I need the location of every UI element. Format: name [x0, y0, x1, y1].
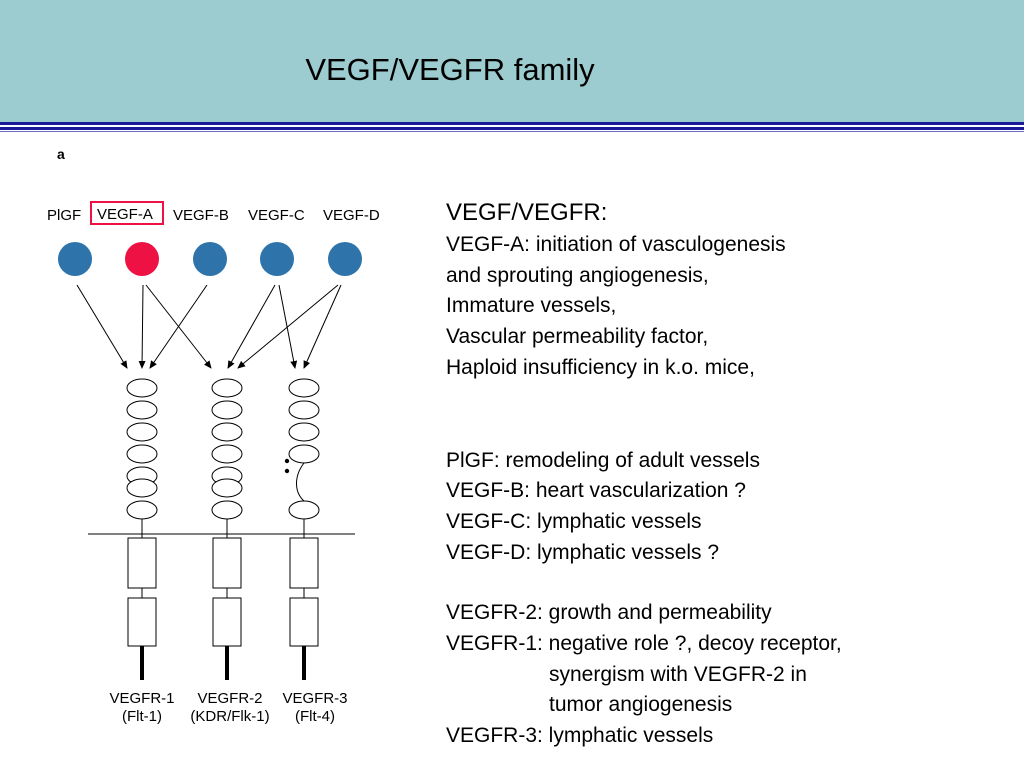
receptor-label-vegfr3: VEGFR-3 [282, 690, 347, 707]
ligand-label-vegf-d: VEGF-D [323, 207, 380, 224]
ig-domain [126, 378, 158, 398]
ig-domain [288, 400, 320, 420]
ligand-vegf-b [193, 242, 227, 276]
arrow-vegfc-vegfr2 [227, 284, 276, 369]
receptor-label-vegfr2: VEGFR-2 [197, 690, 262, 707]
arrow-vegfb-vegfr1 [149, 284, 208, 369]
ig-domain [288, 500, 320, 520]
receptor-vegfr3 [288, 378, 320, 680]
arrow-vegfa-vegfr1 [138, 284, 146, 369]
ig-domain [288, 422, 320, 442]
arrow-vegfd-vegfr2 [237, 284, 339, 369]
ligand-vegf-c [260, 242, 294, 276]
ligand-plgf [58, 242, 92, 276]
ig-domain [126, 444, 158, 464]
ig-domain [288, 378, 320, 398]
notes-line: synergism with VEGFR-2 in [549, 662, 807, 686]
ligand-vegf-d [328, 242, 362, 276]
panel-label: a [57, 146, 65, 162]
notes-line: and sprouting angiogenesis, [446, 263, 709, 287]
header-divider [0, 127, 1024, 130]
receptor-label-vegfr1: VEGFR-1 [109, 690, 174, 707]
ig-domain [126, 500, 158, 520]
kinase-domain [212, 597, 242, 647]
ig-domain [126, 422, 158, 442]
kinase-domain [127, 597, 157, 647]
ig-domain [126, 400, 158, 420]
header-divider [0, 122, 1024, 125]
page-title: VEGF/VEGFR family [305, 52, 595, 87]
ig-domain [288, 444, 320, 464]
notes-line: Vascular permeability factor, [446, 325, 709, 349]
ligand-label-plgf: PlGF [47, 207, 81, 224]
kinase-domain [289, 597, 319, 647]
receptor-vegfr2 [211, 378, 243, 680]
ligand-label-vegf-c: VEGF-C [248, 207, 305, 224]
kinase-domain [212, 537, 242, 589]
kinase-domain [127, 537, 157, 589]
notes-line: VEGF-B: heart vascularization ? [446, 479, 746, 503]
notes-line: VEGF-A: initiation of vasculogenesis [446, 233, 786, 256]
notes-panel: VEGF/VEGFR: VEGF-A: initiation of vascul… [446, 196, 1016, 752]
title-bar [0, 0, 1024, 122]
notes-line: tumor angiogenesis [549, 693, 733, 717]
receptor-alias-vegfr3: (Flt-4) [295, 708, 335, 725]
ig-domain [126, 478, 158, 498]
notes-line: PlGF: remodeling of adult vessels [446, 448, 760, 472]
receptor-alias-vegfr2: (KDR/Flk-1) [190, 708, 269, 725]
notes-heading: VEGF/VEGFR: [446, 199, 608, 226]
ligand-label-vegf-a: VEGF-A [97, 206, 153, 223]
cleavage-marks [284, 458, 290, 474]
ligand-vegf-a [125, 242, 159, 276]
header-divider [0, 131, 1024, 132]
ig-domain [211, 422, 243, 442]
arrow-vegfd-vegfr3 [303, 284, 342, 369]
receptor-vegfr1 [126, 378, 158, 680]
cleaved-domain-link [296, 462, 305, 502]
ig-domain [211, 378, 243, 398]
arrow-vegfc-vegfr3 [278, 284, 298, 369]
kinase-domain [289, 537, 319, 589]
notes-line: VEGF-D: lymphatic vessels ? [446, 540, 720, 564]
ig-domain [211, 400, 243, 420]
notes-line: Immature vessels, [446, 294, 617, 318]
notes-line: VEGFR-2: growth and permeability [446, 601, 772, 625]
ligand-label-vegf-b: VEGF-B [173, 207, 229, 224]
ig-domain [211, 444, 243, 464]
notes-line: VEGFR-1: negative role ?, decoy receptor… [446, 632, 842, 656]
notes-line: Haploid insufficiency in k.o. mice, [446, 355, 755, 379]
vegf-receptor-diagram: a PlGF VEGF-A VEGF-B VEGF-C VEGF-D [47, 146, 380, 725]
ig-domain [211, 478, 243, 498]
vegf-a-highlight-box [90, 201, 164, 225]
receptor-alias-vegfr1: (Flt-1) [122, 708, 162, 725]
arrow-plgf-vegfr1 [76, 284, 128, 369]
notes-line: VEGF-C: lymphatic vessels [446, 509, 702, 533]
ig-domain [211, 500, 243, 520]
notes-line: VEGFR-3: lymphatic vessels [446, 724, 714, 748]
